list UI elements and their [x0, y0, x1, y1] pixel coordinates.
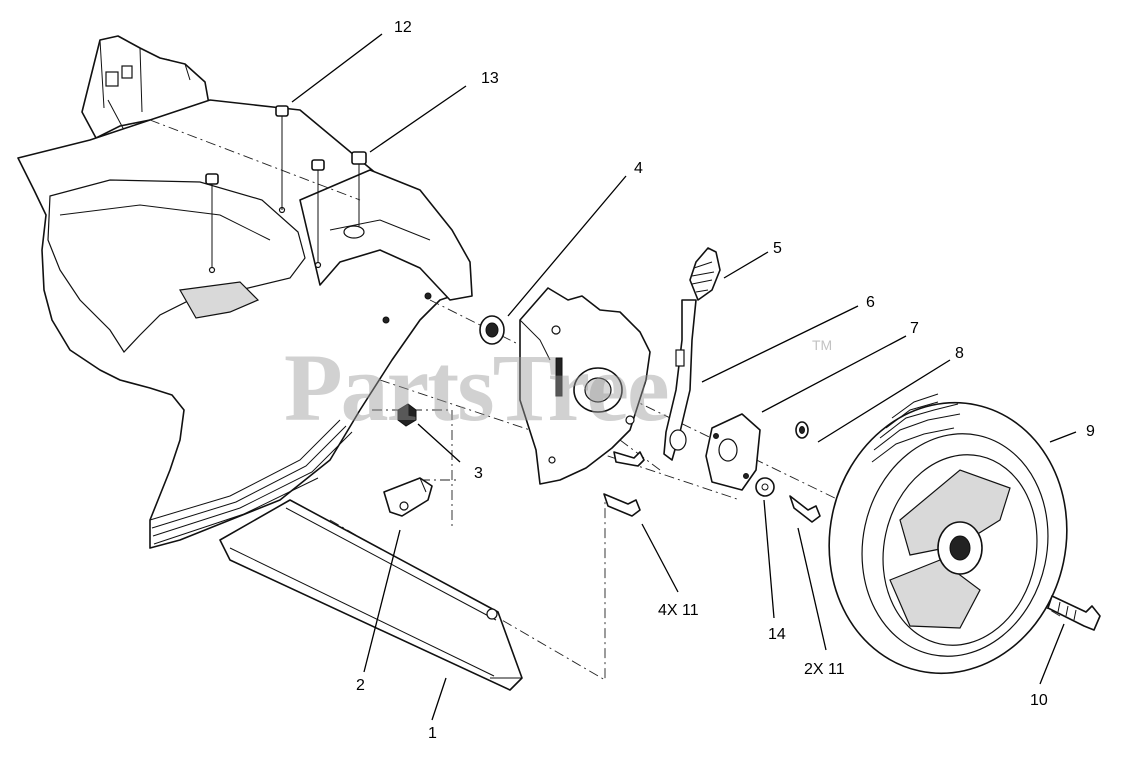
height-adjuster-plate: [519, 287, 651, 485]
washer-part-8: [795, 421, 809, 439]
callout-1: 1: [428, 725, 437, 742]
leader-lines: [291, 33, 1077, 721]
callout-2: 2: [356, 677, 365, 694]
watermark-text: PartsTree: [284, 334, 668, 441]
callout-10: 10: [1030, 692, 1048, 709]
wheel-part-9: [828, 393, 1068, 675]
callout-6: 6: [866, 294, 875, 311]
bolt-13: [275, 105, 289, 210]
bolts-part-11-4x: [603, 451, 645, 517]
adjuster-lever-part-6: [663, 299, 697, 461]
callout-13: 12: [394, 19, 412, 36]
mower-deck-housing: [17, 35, 473, 549]
washer-part-12: [755, 477, 775, 497]
handle-grip-part-5: [689, 247, 721, 301]
callout-4x11: 4X 11: [658, 602, 699, 619]
watermark-trademark: TM: [812, 337, 832, 353]
callout-14: 13: [481, 70, 499, 87]
callout-3: 3: [474, 465, 483, 482]
nut-part-3: [397, 403, 417, 427]
bolt-14-group: [205, 151, 367, 268]
callout-12: 14: [768, 626, 786, 643]
callout-8: 8: [955, 345, 964, 362]
bolts-part-11-2x: [789, 495, 821, 523]
callout-2x11: 2X 11: [804, 661, 845, 678]
bracket-plate-part-7: [705, 413, 761, 491]
hinge-rod-part-2: [383, 477, 433, 517]
callout-9: 9: [1086, 423, 1095, 440]
callout-labels: 12 13 4 5 6 7 8 9 3 4X 11 14 2X 11 2 1 1…: [356, 19, 1095, 742]
axle-bolt-part-10: [1047, 595, 1101, 631]
trailing-shield-part-1: [219, 499, 523, 691]
bushing-part-4: [479, 315, 505, 345]
partstree-watermark: PartsTree TM: [284, 334, 832, 441]
callout-4: 4: [634, 160, 643, 177]
callout-7: 7: [910, 320, 919, 337]
callout-5: 5: [773, 240, 782, 257]
